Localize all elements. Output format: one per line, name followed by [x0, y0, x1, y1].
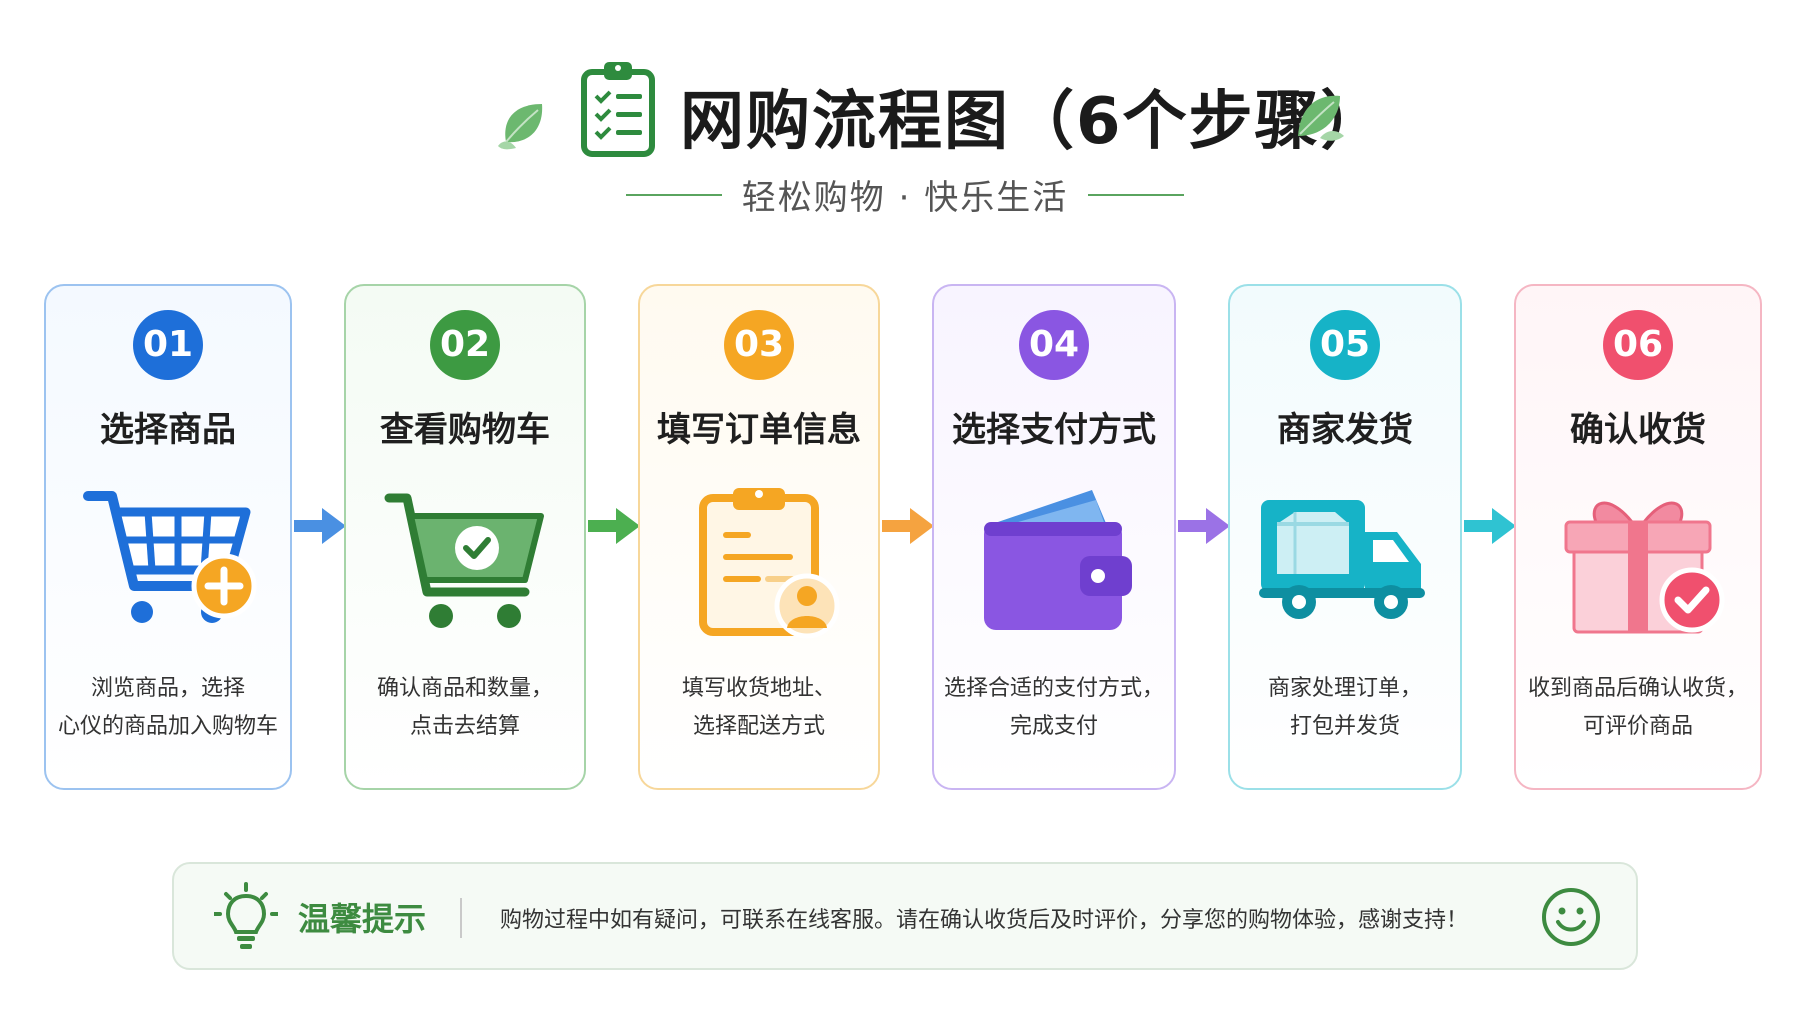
step-card-4: 04 选择支付方式 选择合适的支付方式， 完成支付 — [932, 284, 1176, 790]
step-description: 收到商品后确认收货， 可评价商品 — [1527, 676, 1748, 739]
page-subtitle: 轻松购物 · 快乐生活 — [741, 178, 1069, 218]
subtitle-row: 轻松购物 · 快乐生活 — [0, 170, 1808, 220]
arrow-right-icon — [588, 508, 640, 544]
step-title: 确认收货 — [1570, 410, 1706, 450]
step-description: 商家处理订单， 打包并发货 — [1267, 676, 1422, 739]
step-number-badge: 01 — [133, 310, 203, 380]
step-number-badge: 05 — [1310, 310, 1380, 380]
step-description: 确认商品和数量， 点击去结算 — [376, 676, 553, 739]
step-number-badge: 04 — [1019, 310, 1089, 380]
step-title: 查看购物车 — [380, 410, 550, 450]
step-description: 选择合适的支付方式， 完成支付 — [943, 676, 1164, 739]
page-title: 网购流程图（6个步骤） — [680, 85, 1387, 159]
arrow-right-icon — [882, 508, 934, 544]
page-header: 网购流程图（6个步骤） — [0, 58, 1808, 168]
leaf-icon — [1298, 95, 1344, 141]
leaf-icon — [498, 104, 543, 150]
lightbulb-icon — [214, 882, 278, 949]
step-title: 选择商品 — [100, 410, 236, 450]
step-card-1: 01 选择商品 浏览商品，选择 心仪的商品加入购物车 — [44, 284, 292, 790]
step-description: 浏览商品，选择 心仪的商品加入购物车 — [57, 676, 278, 739]
delivery-truck-icon — [1259, 500, 1425, 619]
step-number-badge: 06 — [1603, 310, 1673, 380]
wallet-icon — [984, 490, 1132, 630]
step-card-3: 03 填写订单信息 填写收货地址、 选择配送方式 — [638, 284, 880, 790]
process-steps: 01 选择商品 浏览商品，选择 心仪的商品加入购物车 02 查看购物车 — [0, 284, 1808, 794]
arrow-right-icon — [1464, 508, 1516, 544]
step-title: 选择支付方式 — [952, 410, 1156, 450]
shopping-cart-plus-icon — [83, 491, 257, 623]
step-card-2: 02 查看购物车 确认商品和数量， 点击去结算 — [344, 284, 586, 790]
step-card-5: 05 商家发货 商家处理订单， 打包并发货 — [1228, 284, 1462, 790]
divider — [626, 194, 722, 196]
divider — [1088, 194, 1184, 196]
tip-bar: 温馨提示 购物过程中如有疑问，可联系在线客服。请在确认收货后及时评价，分享您的购… — [172, 862, 1638, 970]
smiley-face-icon — [1542, 888, 1600, 946]
step-card-6: 06 确认收货 收到商品后确认收货， 可评价商品 — [1514, 284, 1762, 790]
arrow-right-icon — [1178, 508, 1230, 544]
step-title: 商家发货 — [1277, 410, 1413, 450]
step-number-badge: 02 — [430, 310, 500, 380]
tip-text: 购物过程中如有疑问，可联系在线客服。请在确认收货后及时评价，分享您的购物体验，感… — [500, 908, 1469, 933]
checklist-clipboard-icon — [581, 62, 655, 157]
step-title: 填写订单信息 — [657, 410, 861, 450]
step-description: 填写收货地址、 选择配送方式 — [681, 676, 836, 739]
clipboard-user-icon — [699, 488, 840, 639]
tip-label: 温馨提示 — [298, 900, 427, 938]
gift-check-icon — [1564, 501, 1725, 634]
divider — [460, 898, 462, 938]
arrow-right-icon — [294, 508, 346, 544]
shopping-cart-check-icon — [384, 493, 544, 628]
step-number-badge: 03 — [724, 310, 794, 380]
